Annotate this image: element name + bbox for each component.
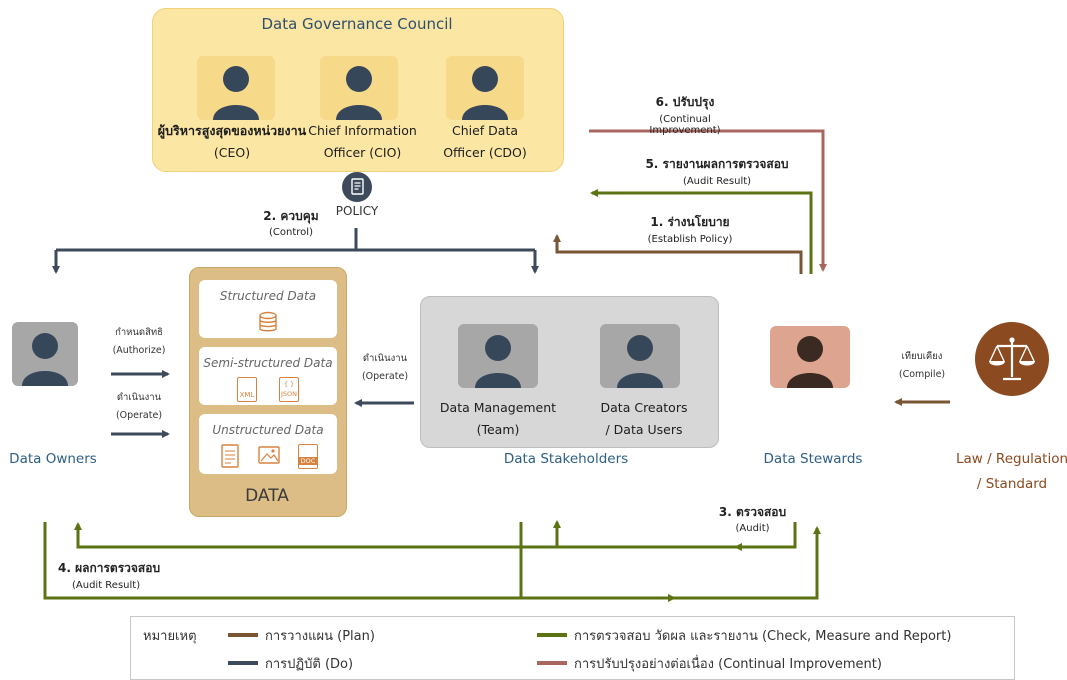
- legend-check-swatch: [537, 633, 567, 637]
- cio-label-line2: Officer (CIO): [323, 145, 402, 160]
- structured-data-card: Structured Data: [199, 280, 337, 338]
- compile-en: (Compile): [898, 369, 946, 380]
- data-creators-avatar: [600, 324, 680, 388]
- data-management-avatar: [458, 324, 538, 388]
- control-line: [54, 228, 537, 268]
- person-icon: [617, 335, 663, 388]
- person-icon: [213, 66, 259, 120]
- step3-title: 3. ตรวจสอบ: [718, 505, 787, 519]
- xml-file-icon: XML: [237, 377, 257, 402]
- data-stewards-avatar: [770, 326, 850, 388]
- data-panel-title: DATA: [245, 486, 289, 506]
- person-icon: [336, 66, 382, 120]
- step5-title: 5. รายงานผลการตรวจสอบ: [645, 157, 789, 171]
- legend-do-swatch: [228, 661, 258, 665]
- legend-improve-label: การปรับปรุงอย่างต่อเนื่อง (Continual Imp…: [574, 657, 882, 672]
- step6-title: 6. ปรับปรุง: [655, 95, 715, 109]
- cdo-avatar: [446, 56, 524, 120]
- cdo-label-line2: Officer (CDO): [443, 145, 527, 160]
- ceo-label-line1: ผู้บริหารสูงสุดของหน่วยงาน: [157, 123, 307, 138]
- structured-data-title: Structured Data: [219, 289, 317, 303]
- law-line1: Law / Regulation: [955, 451, 1067, 467]
- owners-operate-th: ดำเนินงาน: [116, 392, 162, 403]
- step3-sub: (Audit): [735, 523, 770, 534]
- data-creators-line1: Data Creators: [600, 400, 688, 415]
- cdo-label-line1: Chief Data: [451, 123, 519, 138]
- ceo-label-line2: (CEO): [213, 145, 251, 160]
- person-icon: [462, 66, 508, 120]
- law-badge: [975, 322, 1049, 396]
- semi-structured-data-title: Semi-structured Data: [203, 356, 333, 370]
- image-icon: [258, 446, 280, 464]
- data-management-line2: (Team): [476, 422, 520, 437]
- step2-title: 2. ควบคุม: [263, 209, 319, 223]
- audit-result-line: [590, 189, 813, 274]
- unstructured-data-card: Unstructured Data DOC: [199, 414, 337, 474]
- legend-plan-swatch: [228, 633, 258, 637]
- law-line2: / Standard: [976, 476, 1048, 492]
- step4-sub: (Audit Result): [72, 580, 141, 591]
- doc-file-tag: DOC: [299, 457, 317, 465]
- data-owners-label: Data Owners: [9, 451, 97, 467]
- semi-structured-data-card: Semi-structured Data XML { } JSON: [199, 347, 337, 405]
- doc-file-icon: DOC: [298, 444, 318, 469]
- compile-th: เทียบเคียง: [901, 351, 943, 362]
- legend-plan-label: การวางแผน (Plan): [265, 629, 375, 644]
- data-stewards-label: Data Stewards: [763, 451, 863, 467]
- improvement-line: [589, 129, 827, 272]
- legend-improve-swatch: [537, 661, 567, 665]
- json-file-tag: JSON: [280, 390, 298, 398]
- step5-sub: (Audit Result): [682, 176, 752, 187]
- text-file-icon: [221, 444, 239, 468]
- step1-sub: (Establish Policy): [647, 234, 733, 245]
- unstructured-data-title: Unstructured Data: [212, 423, 324, 437]
- scales-icon: [989, 337, 1035, 381]
- legend-check-label: การตรวจสอบ วัดผล และรายงาน (Check, Measu…: [574, 629, 952, 644]
- cio-avatar: [320, 56, 398, 120]
- owners-operate-en: (Operate): [115, 410, 163, 421]
- data-owners-avatar: [12, 322, 78, 386]
- xml-file-tag: XML: [239, 391, 255, 399]
- policy-badge: [342, 172, 372, 202]
- stakeholders-operate-th: ดำเนินงาน: [362, 353, 408, 364]
- json-file-icon: { } JSON: [279, 377, 299, 402]
- database-icon: [259, 311, 277, 332]
- authorize-en: (Authorize): [112, 345, 166, 356]
- audit-report-line: [43, 522, 821, 600]
- person-icon: [475, 335, 521, 388]
- data-stakeholders-label: Data Stakeholders: [503, 451, 629, 467]
- ceo-avatar: [197, 56, 275, 120]
- document-icon: [351, 178, 364, 195]
- json-glyph: { }: [283, 380, 295, 388]
- step1-title: 1. ร่างนโยบาย: [650, 215, 730, 229]
- audit-loop: [74, 522, 797, 549]
- stakeholders-operate-en: (Operate): [361, 371, 409, 382]
- policy-label: POLICY: [335, 204, 379, 218]
- council-title: Data Governance Council: [261, 15, 453, 33]
- step6-sub: (Continual Improvement): [649, 114, 721, 136]
- step2-sub: (Control): [269, 227, 313, 238]
- step4-title: 4. ผลการตรวจสอบ: [58, 561, 161, 575]
- data-creators-line2: / Data Users: [605, 422, 683, 437]
- person-icon: [22, 333, 68, 386]
- data-management-line1: Data Management: [439, 400, 557, 415]
- person-icon: [787, 336, 833, 388]
- legend-title: หมายเหตุ: [143, 629, 197, 644]
- cio-label-line1: Chief Information: [308, 123, 417, 138]
- authorize-th: กำหนดสิทธิ: [115, 327, 163, 338]
- establish-policy-line: [553, 234, 803, 274]
- legend-do-label: การปฏิบัติ (Do): [265, 657, 354, 672]
